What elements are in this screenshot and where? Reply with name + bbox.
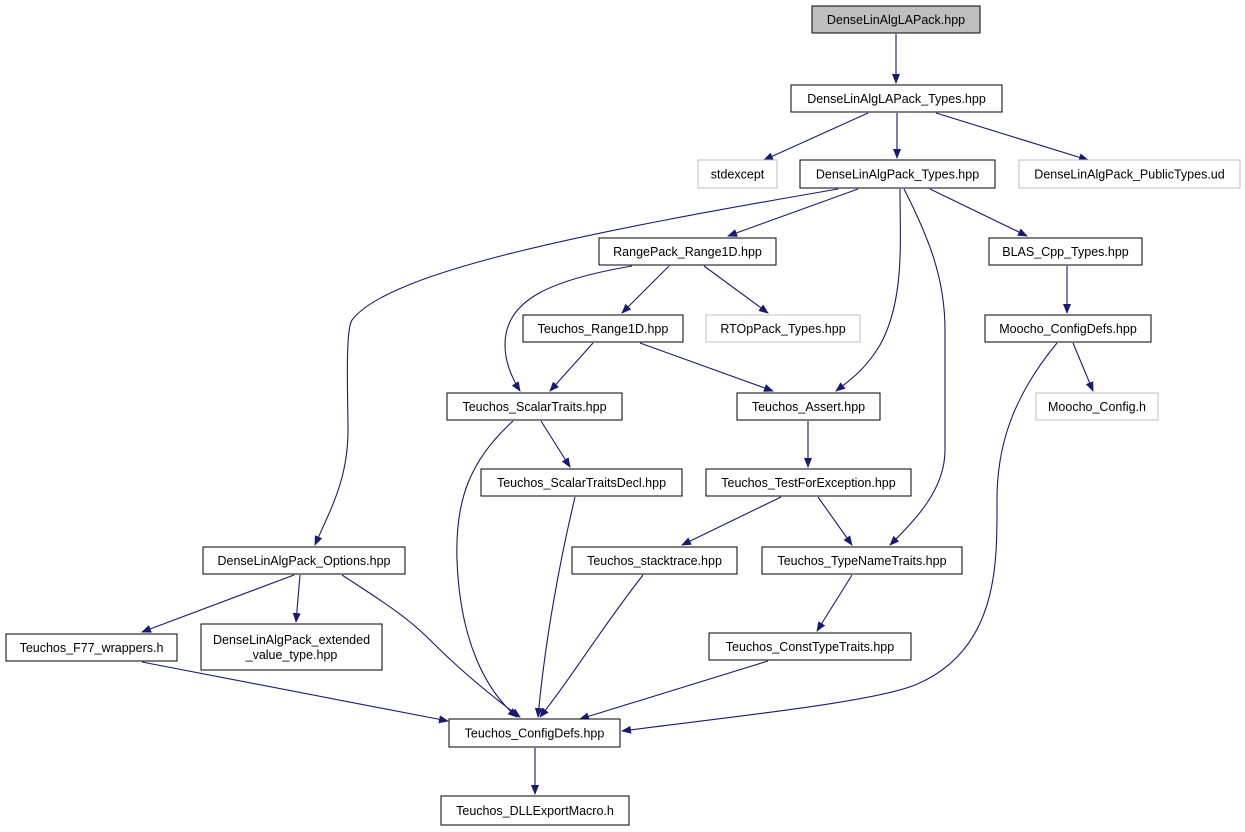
node-label: Teuchos_stacktrace.hpp xyxy=(587,554,722,568)
node-box xyxy=(448,718,621,748)
node-box xyxy=(984,314,1152,343)
node-label: Moocho_ConfigDefs.hpp xyxy=(999,322,1137,336)
node-typenametraits[interactable]: Teuchos_TypeNameTraits.hpp xyxy=(761,546,963,575)
node-label: DenseLinAlgPack_Options.hpp xyxy=(217,554,390,568)
node-configdefs[interactable]: Teuchos_ConfigDefs.hpp xyxy=(448,718,621,748)
node-box xyxy=(480,468,683,497)
node-range1d[interactable]: RangePack_Range1D.hpp xyxy=(598,237,777,266)
node-dlap_types[interactable]: DenseLinAlgPack_Types.hpp xyxy=(799,159,996,189)
node-label: Teuchos_DLLExportMacro.h xyxy=(456,804,614,818)
node-label: Teuchos_ScalarTraits.hpp xyxy=(462,400,606,414)
edge-options-to-extended xyxy=(292,574,301,623)
node-label: stdexcept xyxy=(711,168,765,182)
node-box xyxy=(200,623,383,671)
node-label: RTOpPack_Types.hpp xyxy=(720,322,845,336)
node-box xyxy=(811,5,981,34)
node-box xyxy=(705,468,912,497)
node-label: DenseLinAlgPack_PublicTypes.ud xyxy=(1034,168,1224,182)
node-label: Teuchos_ScalarTraitsDecl.hpp xyxy=(497,476,666,490)
node-box xyxy=(761,546,963,575)
node-label: BLAS_Cpp_Types.hpp xyxy=(1002,245,1129,259)
node-label: Teuchos_Range1D.hpp xyxy=(538,322,669,336)
node-dllexport[interactable]: Teuchos_DLLExportMacro.h xyxy=(440,795,630,826)
node-box xyxy=(705,314,861,343)
node-f77[interactable]: Teuchos_F77_wrappers.h xyxy=(5,633,178,662)
edge-f77-to-configdefs xyxy=(141,661,449,724)
node-label: Teuchos_Assert.hpp xyxy=(752,400,865,414)
edge-options-to-configdefs xyxy=(341,574,521,718)
node-scalartraitsdecl[interactable]: Teuchos_ScalarTraitsDecl.hpp xyxy=(480,468,683,497)
node-stdexcept: stdexcept xyxy=(697,159,778,189)
node-consttypetraits[interactable]: Teuchos_ConstTypeTraits.hpp xyxy=(708,632,912,661)
edge-scalartraits-to-scalartraitsdecl xyxy=(540,420,571,468)
edge-testforexc-to-stacktrace xyxy=(681,496,782,546)
node-box xyxy=(708,632,912,661)
edge-t_range1d-to-assert xyxy=(639,342,774,392)
edge-dlap_types-to-options xyxy=(314,188,839,546)
node-box xyxy=(790,84,1003,113)
edge-dlap_types-to-blas_types xyxy=(929,188,1028,237)
node-blas_types[interactable]: BLAS_Cpp_Types.hpp xyxy=(988,237,1143,266)
node-label: Teuchos_ConstTypeTraits.hpp xyxy=(726,640,894,654)
node-box xyxy=(202,546,406,575)
edge-scalartraits-to-configdefs xyxy=(456,420,518,718)
edge-dlap_types-to-typenametraits xyxy=(889,188,946,546)
edge-consttypetraits-to-configdefs xyxy=(579,660,769,721)
node-label: RangePack_Range1D.hpp xyxy=(613,245,762,259)
edges-layer xyxy=(141,34,1094,795)
edge-dlap_types-to-assert xyxy=(835,188,901,392)
node-box xyxy=(799,159,996,189)
node-stacktrace[interactable]: Teuchos_stacktrace.hpp xyxy=(571,546,738,575)
node-box xyxy=(5,633,178,662)
node-lapack_types[interactable]: DenseLinAlgLAPack_Types.hpp xyxy=(790,84,1003,113)
node-label: Teuchos_TestForException.hpp xyxy=(721,476,895,490)
node-box xyxy=(1035,392,1159,421)
node-scalartraits[interactable]: Teuchos_ScalarTraits.hpp xyxy=(446,392,623,421)
node-box xyxy=(522,314,684,343)
node-label: DenseLinAlgPack_extended xyxy=(213,633,370,647)
node-moocho_config: Moocho_Config.h xyxy=(1035,392,1159,421)
node-rtop_types: RTOpPack_Types.hpp xyxy=(705,314,861,343)
node-box xyxy=(697,159,778,189)
node-root[interactable]: DenseLinAlgLAPack.hpp xyxy=(811,5,981,34)
node-box xyxy=(598,237,777,266)
edge-testforexc-to-typenametraits xyxy=(817,496,853,546)
node-t_range1d[interactable]: Teuchos_Range1D.hpp xyxy=(522,314,684,343)
node-label: Teuchos_ConfigDefs.hpp xyxy=(465,727,605,741)
node-assert[interactable]: Teuchos_Assert.hpp xyxy=(736,392,881,421)
node-box xyxy=(1018,159,1241,189)
edge-range1d-to-t_range1d xyxy=(621,265,670,314)
edge-stacktrace-to-configdefs xyxy=(539,574,644,718)
edge-range1d-to-rtop_types xyxy=(703,265,769,314)
node-box xyxy=(736,392,881,421)
node-label: DenseLinAlgLAPack.hpp xyxy=(827,13,965,27)
node-moocho_cfgdefs[interactable]: Moocho_ConfigDefs.hpp xyxy=(984,314,1152,343)
node-box xyxy=(446,392,623,421)
edge-typenametraits-to-consttypetraits xyxy=(816,574,853,632)
node-label: Teuchos_TypeNameTraits.hpp xyxy=(777,554,946,568)
node-extended[interactable]: DenseLinAlgPack_extended_value_type.hpp xyxy=(200,623,383,671)
edge-dlap_types-to-range1d xyxy=(727,188,859,237)
edge-options-to-f77 xyxy=(141,574,295,633)
node-box xyxy=(988,237,1143,266)
edge-t_range1d-to-scalartraits xyxy=(549,342,594,392)
node-public_types: DenseLinAlgPack_PublicTypes.ud xyxy=(1018,159,1241,189)
edge-scalartraitsdecl-to-configdefs xyxy=(534,496,576,718)
node-label: Moocho_Config.h xyxy=(1048,400,1146,414)
node-label: DenseLinAlgLAPack_Types.hpp xyxy=(807,92,986,106)
edge-moocho_cfgdefs-to-moocho_config xyxy=(1072,342,1094,392)
node-box xyxy=(571,546,738,575)
edge-lapack_types-to-stdexcept xyxy=(763,112,869,161)
edge-moocho_cfgdefs-to-configdefs xyxy=(621,342,1058,734)
node-box xyxy=(440,795,630,826)
node-label: Teuchos_F77_wrappers.h xyxy=(20,641,164,655)
node-label: DenseLinAlgPack_Types.hpp xyxy=(816,168,979,182)
edge-lapack_types-to-public_types xyxy=(935,112,1089,162)
nodes-layer: DenseLinAlgLAPack.hppDenseLinAlgLAPack_T… xyxy=(5,5,1241,826)
edge-range1d-to-scalartraits xyxy=(504,265,633,392)
node-testforexc[interactable]: Teuchos_TestForException.hpp xyxy=(705,468,912,497)
node-options[interactable]: DenseLinAlgPack_Options.hpp xyxy=(202,546,406,575)
node-label: _value_type.hpp xyxy=(245,648,338,662)
